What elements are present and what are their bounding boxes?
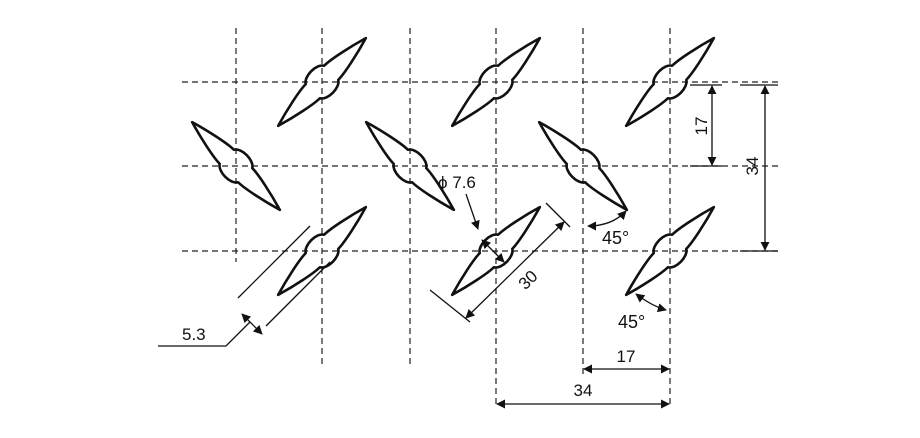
label-width-5-3: 5.3 [182, 325, 206, 344]
label-45-lower: 45° [618, 312, 645, 332]
label-17-horizontal: 17 [617, 347, 636, 366]
lozenge-5 [354, 110, 466, 222]
label-45-upper: 45° [602, 228, 629, 248]
label-34-vertical: 34 [743, 157, 762, 176]
dimension-vertical-34: 34 [740, 84, 778, 252]
label-34-horizontal: 34 [574, 381, 593, 400]
label-17-vertical: 17 [692, 117, 711, 136]
label-diameter: ϕ 7.6 [438, 173, 476, 192]
label-length-30: 30 [515, 267, 542, 294]
dimension-width-5-3: 5.3 [158, 225, 331, 347]
dimension-horizontal-17: 17 [583, 347, 670, 374]
dimension-vertical-17: 17 [690, 84, 722, 167]
angle-45-upper: 45° [587, 210, 629, 248]
dimension-horizontal-34: 34 [496, 381, 670, 409]
diameter-callout: ϕ 7.6 [438, 173, 505, 263]
angle-45-lower: 45° [618, 293, 667, 332]
dimension-length-30: 30 [429, 202, 571, 323]
grid-lines [182, 28, 778, 404]
